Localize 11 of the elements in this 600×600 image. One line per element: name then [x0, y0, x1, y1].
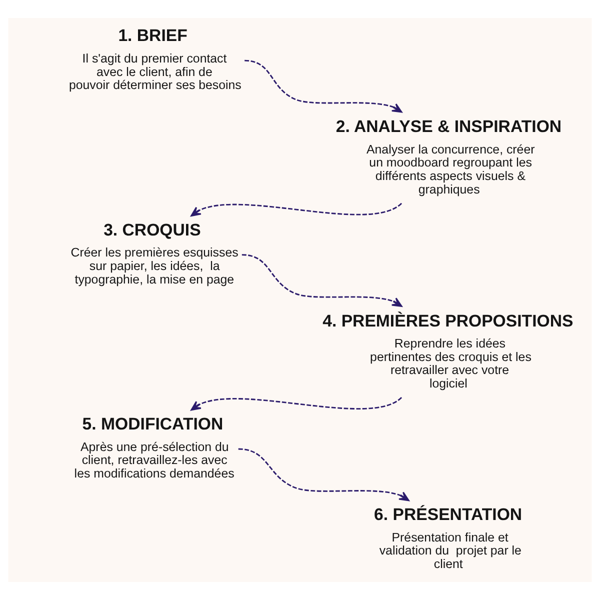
- arrow: [190, 202, 402, 216]
- node-text: 3. CROQUIS Créer les premières esquisses sur papier, les idées, la typographie, la mise en page: [70, 220, 238, 286]
- arrow: [244, 60, 402, 113]
- arrow: [190, 396, 402, 411]
- node-text: 6. PRÉSENTATION Présentation finale et validation du projet par le client: [374, 505, 522, 571]
- arrow: [238, 448, 410, 502]
- node-text: 2. ANALYSE & INSPIRATION Analyser la concurrence, créer un moodboard regroupant les différents aspects visuels & graphiques: [336, 117, 562, 196]
- node-text: 5. MODIFICATION Après une pré-sélection du client, retravaillez-les avec les modifications demandées: [74, 414, 234, 481]
- node-text: 1. BRIEF Il s'agit du premier contact avec le client, afin de pouvoir déterminer ses besoins: [68, 26, 242, 92]
- arrow: [242, 254, 402, 307]
- node-text: 4. PREMIÈRES PROPOSITIONS Reprendre les idées pertinentes des croquis et les retravailler avec votre logiciel: [322, 311, 574, 391]
